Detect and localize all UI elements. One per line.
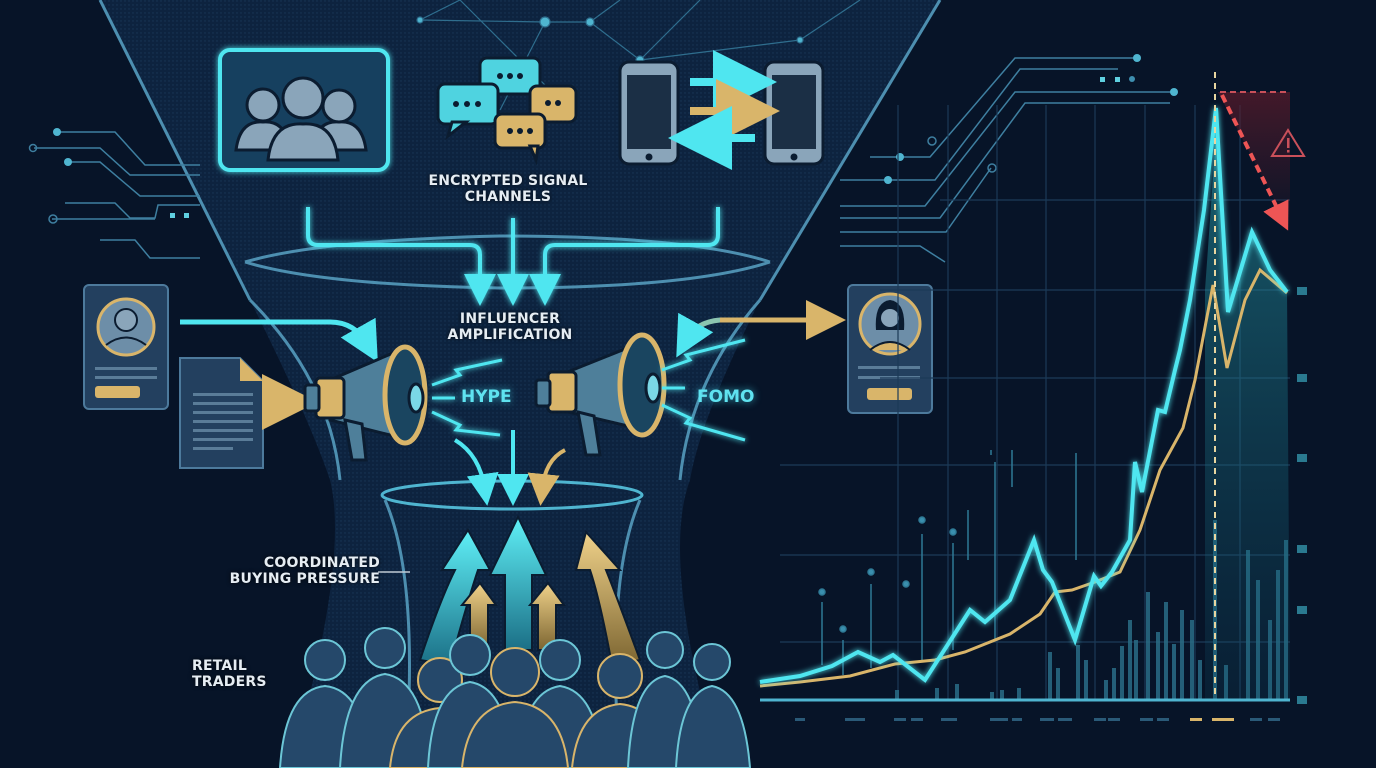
label-influencer-amplification: INFLUENCER AMPLIFICATION bbox=[430, 311, 590, 343]
group-users-icon bbox=[218, 48, 390, 172]
smartphone-icon-left bbox=[618, 60, 680, 166]
phone-exchange-arrows bbox=[668, 50, 780, 170]
label-line: TRADERS bbox=[192, 674, 267, 691]
label-line: COORDINATED bbox=[263, 555, 380, 571]
amplification-arrows bbox=[453, 430, 566, 506]
label-line: INFLUENCER bbox=[459, 311, 561, 327]
label-retail-traders: RETAIL TRADERS bbox=[192, 658, 312, 690]
label-coordinated-buying-pressure: COORDINATED BUYING PRESSURE bbox=[205, 555, 380, 587]
profile-card-male-icon bbox=[83, 284, 169, 410]
label-encrypted-signal-channels: ENCRYPTED SIGNAL CHANNELS bbox=[405, 173, 611, 205]
chat-bubbles-icon bbox=[436, 56, 578, 166]
label-line: ENCRYPTED SIGNAL bbox=[428, 173, 588, 189]
megaphone-icon-left bbox=[303, 344, 428, 462]
chart-grid bbox=[780, 105, 1290, 700]
label-line: RETAIL bbox=[192, 658, 247, 674]
y-axis-ticks bbox=[1297, 287, 1307, 704]
funnel bbox=[98, 0, 942, 768]
influencer-arrows bbox=[180, 300, 846, 430]
label-hype: HYPE bbox=[461, 387, 512, 407]
buying-pressure-arrows bbox=[418, 514, 642, 667]
retail-traders-crowd bbox=[278, 627, 752, 768]
channel-arrows bbox=[306, 207, 720, 306]
x-axis-ticks bbox=[795, 718, 1280, 721]
label-fomo: FOMO bbox=[697, 387, 755, 407]
down-arrow-icon bbox=[1220, 94, 1289, 231]
megaphone-icon-right bbox=[534, 332, 667, 457]
document-icon bbox=[179, 357, 264, 469]
price-chart bbox=[759, 72, 1307, 721]
price-line-cyan bbox=[759, 107, 1289, 684]
smartphone-icon-right bbox=[763, 60, 825, 166]
label-line: BUYING PRESSURE bbox=[229, 571, 380, 588]
profile-card-female-icon bbox=[847, 284, 933, 414]
trend-line-gold bbox=[759, 267, 1288, 688]
crash-zone bbox=[1218, 92, 1290, 230]
indicator-stalks bbox=[818, 450, 1077, 675]
lightning-bolts bbox=[431, 338, 746, 442]
label-line: AMPLIFICATION bbox=[447, 327, 573, 344]
circuit-traces-right bbox=[840, 54, 1178, 263]
circuit-traces-left bbox=[28, 128, 200, 259]
network-lines bbox=[416, 0, 861, 111]
label-line: CHANNELS bbox=[464, 189, 552, 206]
warning-triangle-icon bbox=[1270, 128, 1306, 157]
